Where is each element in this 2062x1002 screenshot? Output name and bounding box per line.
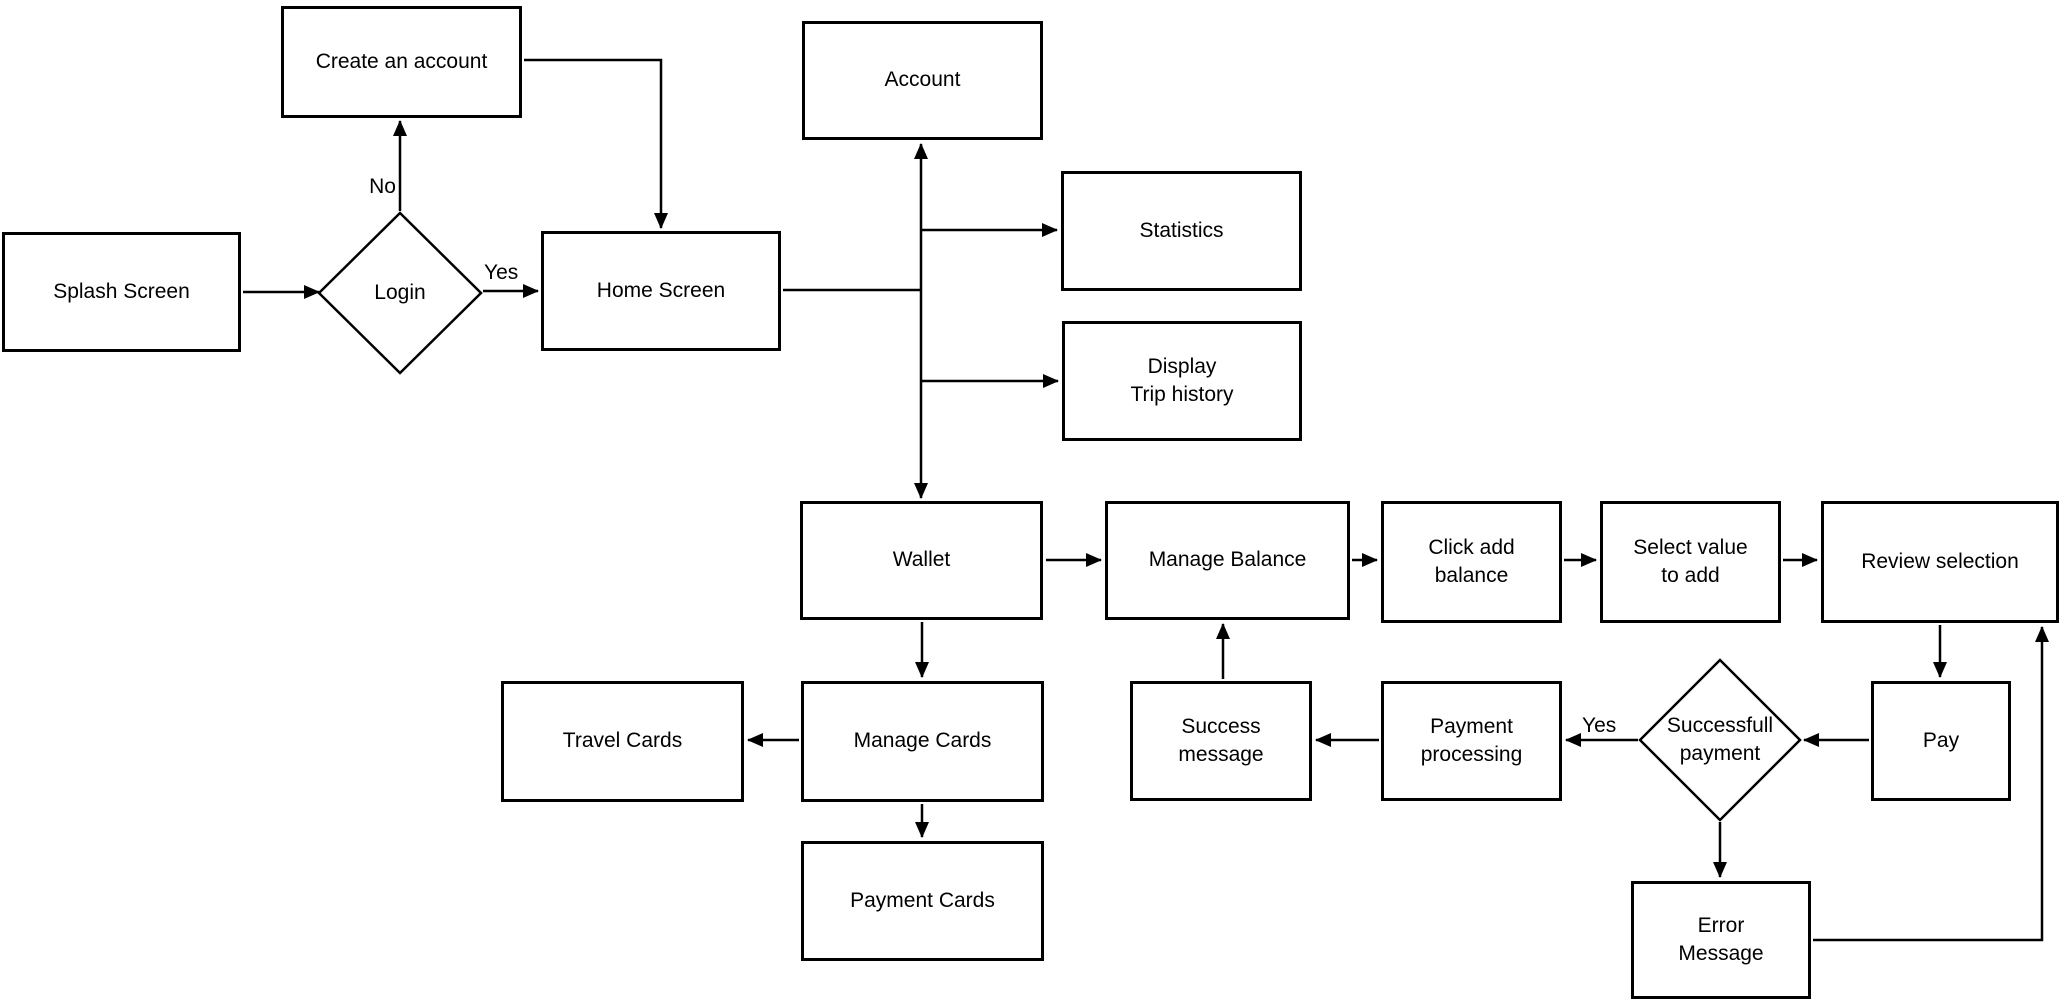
node-error-message: Error Message: [1631, 881, 1811, 999]
node-account-label: Account: [884, 68, 961, 92]
node-review-selection-label: Review selection: [1861, 549, 2019, 573]
node-pay: Pay: [1871, 681, 2011, 801]
node-click-add-balance-label: Click add balance: [1428, 535, 1515, 587]
edge-label-login-yes: Yes: [484, 261, 530, 284]
node-select-value-to-add: Select value to add: [1600, 501, 1781, 623]
node-review-selection: Review selection: [1821, 501, 2059, 623]
login-decision-shape: [317, 211, 483, 375]
node-manage-cards-label: Manage Cards: [853, 729, 992, 753]
node-home-screen-label: Home Screen: [596, 278, 726, 302]
node-payment-cards: Payment Cards: [801, 841, 1044, 961]
node-manage-balance: Manage Balance: [1105, 501, 1350, 620]
node-payment-cards-label: Payment Cards: [850, 888, 995, 912]
node-success-message: Success message: [1130, 681, 1312, 801]
login-no-text: No: [369, 175, 396, 198]
successful-payment-label-text: Successfull payment: [1666, 713, 1774, 765]
node-select-value-to-add-label: Select value to add: [1633, 535, 1748, 587]
edge-label-payment-yes: Yes: [1582, 714, 1628, 737]
node-manage-cards: Manage Cards: [801, 681, 1044, 802]
node-statistics-label: Statistics: [1139, 218, 1224, 242]
node-payment-processing: Payment processing: [1381, 681, 1562, 801]
node-wallet: Wallet: [800, 501, 1043, 620]
node-display-trip-history: Display Trip history: [1062, 321, 1302, 441]
node-display-trip-history-label: Display Trip history: [1130, 354, 1234, 406]
node-travel-cards: Travel Cards: [501, 681, 744, 802]
node-payment-processing-label: Payment processing: [1420, 714, 1523, 766]
edge-create-account-to-home: [524, 58, 668, 229]
node-splash-screen-label: Splash Screen: [53, 279, 190, 303]
login-label-text: Login: [374, 280, 426, 304]
node-error-message-label: Error Message: [1678, 913, 1764, 965]
node-successful-payment-label: Successfull payment: [1645, 700, 1795, 780]
node-statistics: Statistics: [1061, 171, 1302, 291]
node-splash-screen: Splash Screen: [2, 232, 241, 352]
node-create-account-label: Create an account: [315, 49, 488, 73]
node-account: Account: [802, 21, 1043, 140]
edge-error-to-review: [1813, 626, 2049, 942]
node-manage-balance-label: Manage Balance: [1148, 548, 1307, 572]
node-travel-cards-label: Travel Cards: [562, 729, 683, 753]
node-pay-label: Pay: [1922, 728, 1960, 752]
successful-payment-decision-shape: [1638, 658, 1802, 822]
node-success-message-label: Success message: [1178, 714, 1264, 766]
node-wallet-label: Wallet: [892, 548, 951, 572]
node-login-label: Login: [320, 273, 480, 313]
node-click-add-balance: Click add balance: [1381, 501, 1562, 623]
edge-label-login-no: No: [350, 175, 396, 198]
node-create-account: Create an account: [281, 6, 522, 118]
node-home-screen: Home Screen: [541, 231, 781, 351]
payment-yes-text: Yes: [1582, 714, 1617, 737]
login-yes-text: Yes: [484, 261, 519, 284]
